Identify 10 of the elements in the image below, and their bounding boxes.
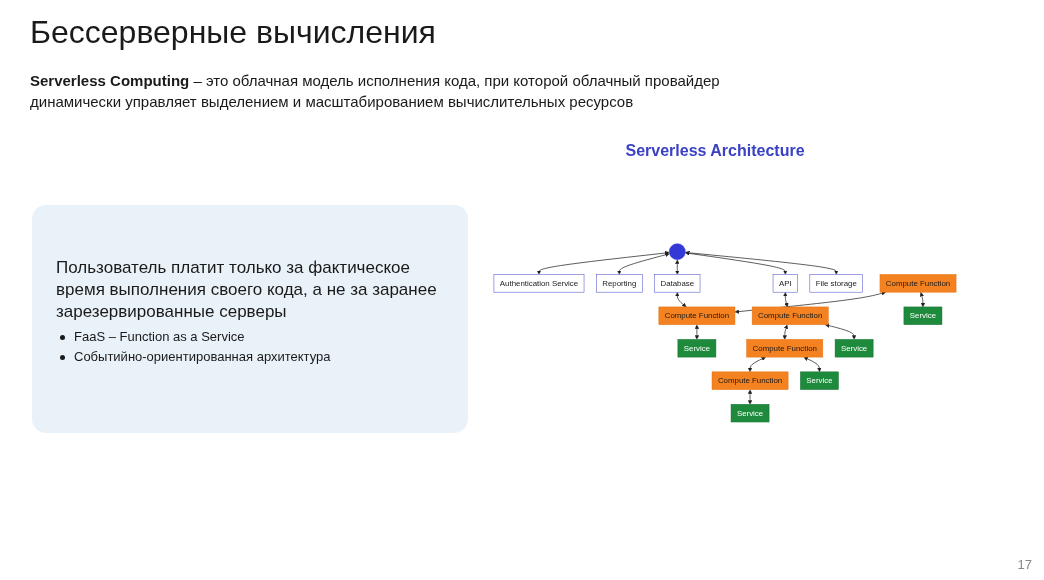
arrow	[694, 324, 700, 340]
definition-text: Serverless Computing – это облачная модель исполнения кода, при которой облачный провайдер динамически управляет выделением и масштабированием вычислительных ресурсов	[30, 71, 721, 112]
page-number: 17	[1017, 557, 1032, 572]
arrow	[675, 259, 680, 275]
diagram-heading: Serverless Architecture	[624, 142, 806, 160]
slide-title: Бессерверные вычисления	[30, 14, 436, 51]
node-circle	[669, 243, 686, 260]
bullet-item: Событийно-ориентированная архитектура	[74, 349, 331, 364]
bullet-item: FaaS – Function as a Service	[74, 329, 245, 344]
summary-text: Пользователь платит только за фактическое время выполнения своего кода, а не за заранее зарезервированные серверы	[56, 257, 438, 323]
